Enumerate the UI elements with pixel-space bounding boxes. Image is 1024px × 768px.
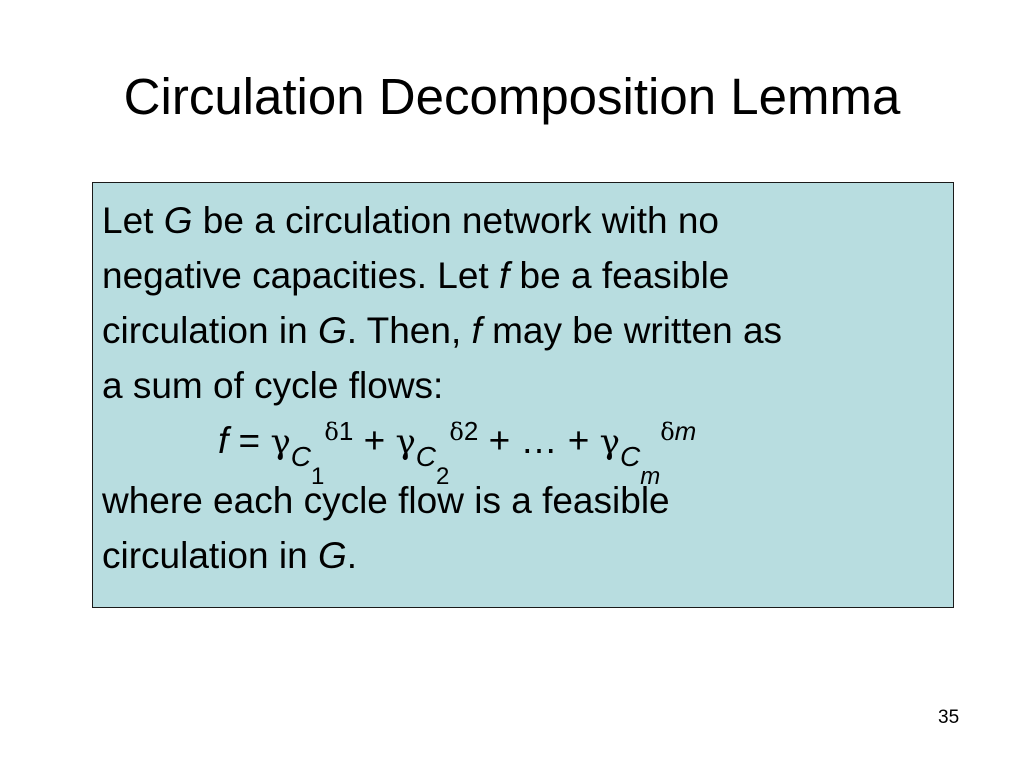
delta-symbol: δ: [324, 418, 339, 446]
lemma-line-3: circulation in G. Then, f may be written…: [102, 303, 953, 358]
formula-ellipsis: + … +: [478, 420, 600, 461]
index: m: [674, 416, 697, 446]
lemma-box: Let G be a circulation network with no n…: [92, 182, 954, 608]
delta-exponent: δm: [660, 416, 696, 446]
text: circulation in: [102, 535, 318, 576]
formula-eq: =: [228, 420, 271, 461]
index: 2: [463, 416, 479, 446]
var-g: G: [163, 200, 193, 241]
cycle-subscript: C2: [415, 441, 450, 490]
index: m: [640, 463, 661, 490]
cycle-c: C: [415, 441, 437, 472]
cycle-subscript: Cm: [619, 441, 660, 490]
lemma-line-1: Let G be a circulation network with no: [102, 193, 953, 248]
text: negative capacities. Let: [102, 255, 499, 296]
index: 1: [338, 416, 354, 446]
lemma-line-6: circulation in G.: [102, 528, 953, 583]
lemma-line-4: a sum of cycle flows:: [102, 365, 444, 406]
var-g: G: [317, 535, 347, 576]
cycle-c: C: [619, 441, 641, 472]
cycle-c: C: [290, 441, 312, 472]
delta-exponent: δ2: [449, 416, 478, 446]
cycle-subscript: C1: [290, 441, 325, 490]
slide-title: Circulation Decomposition Lemma: [123, 68, 901, 125]
var-f: f: [498, 255, 510, 296]
text: . Then,: [346, 310, 472, 351]
text: circulation in: [102, 310, 318, 351]
delta-symbol: δ: [449, 418, 464, 446]
text: be a circulation network with no: [192, 200, 719, 241]
page-number: 35: [938, 707, 960, 728]
text: .: [346, 535, 357, 576]
gamma-symbol: γ: [599, 422, 620, 462]
formula-lhs: f: [218, 420, 229, 461]
delta-exponent: δ1: [324, 416, 353, 446]
gamma-symbol: γ: [270, 422, 291, 462]
decomposition-formula: f = γC1δ1 + γC2δ2 + … + γCmδm: [102, 413, 953, 490]
gamma-symbol: γ: [395, 422, 416, 462]
text: may be written as: [481, 310, 783, 351]
var-f: f: [471, 310, 482, 351]
index: 1: [311, 463, 325, 490]
var-g: G: [317, 310, 347, 351]
formula-plus: +: [353, 420, 396, 461]
text: Let: [102, 200, 164, 241]
text: be a feasible: [509, 255, 730, 296]
lemma-line-2: negative capacities. Let f be a feasible: [102, 248, 953, 303]
delta-symbol: δ: [660, 418, 675, 446]
index: 2: [436, 463, 450, 490]
lemma-line-5: where each cycle flow is a feasible: [102, 480, 670, 521]
